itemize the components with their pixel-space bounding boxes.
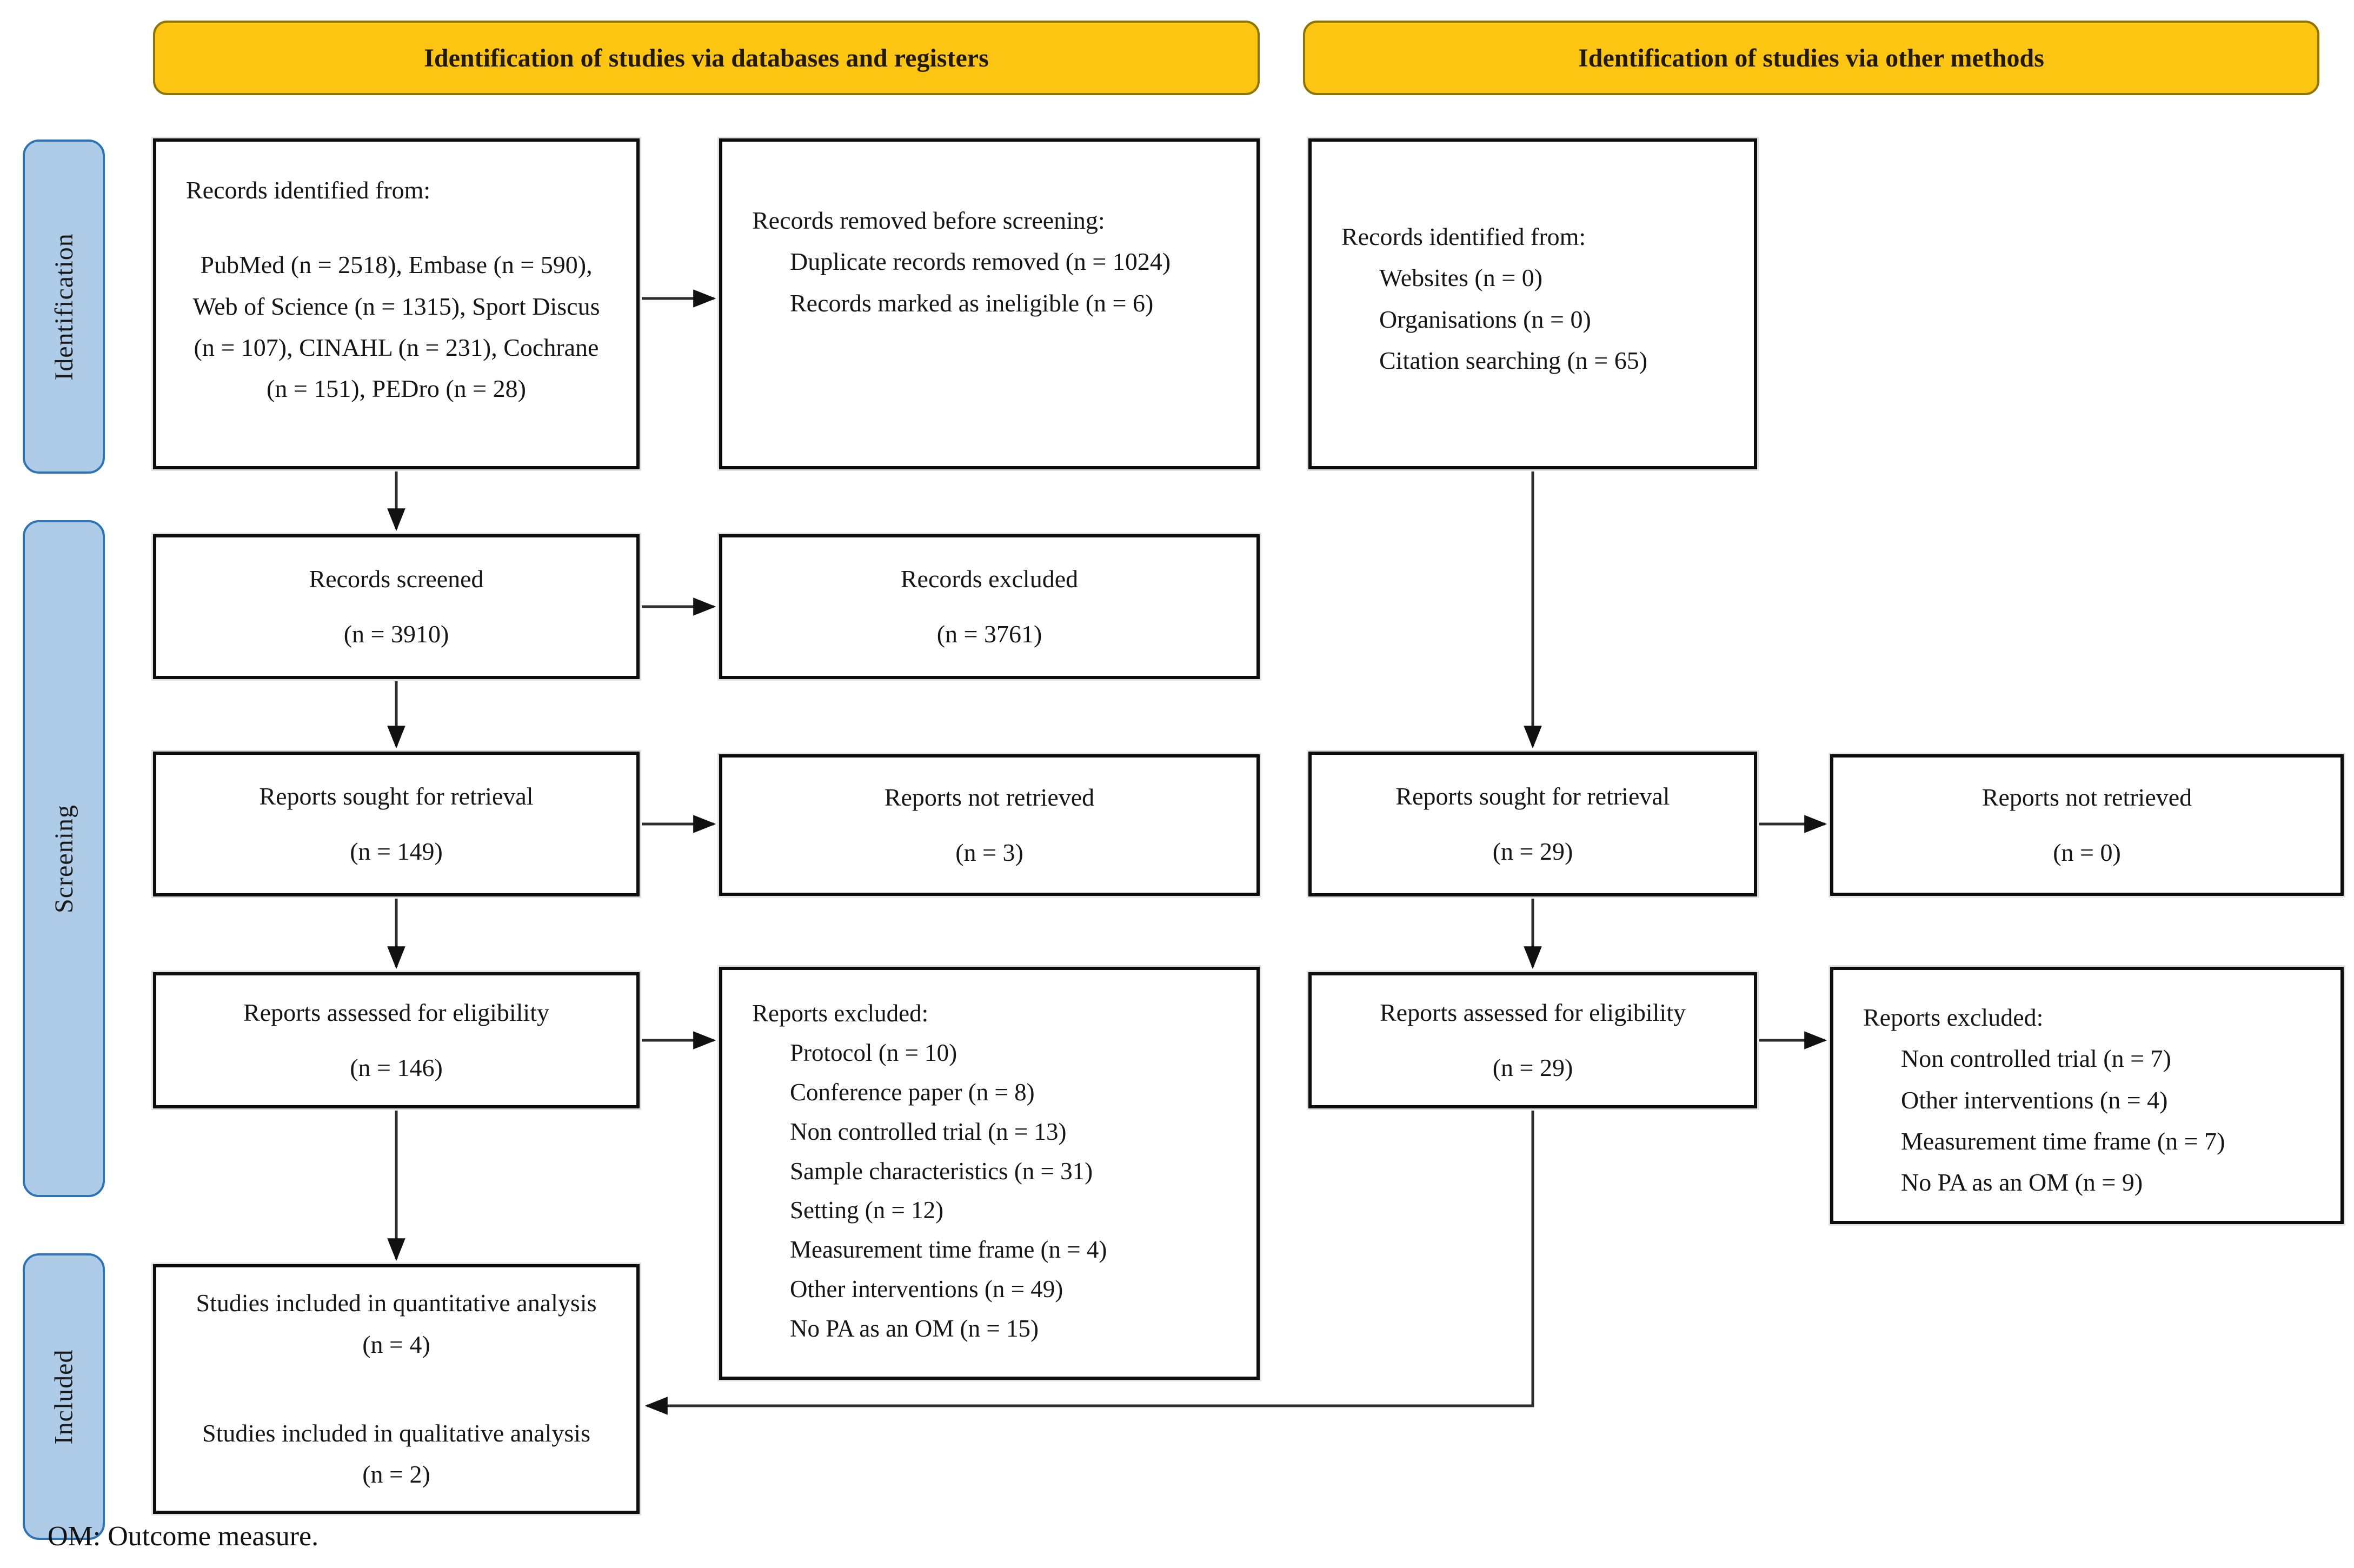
box-title: Records identified from: xyxy=(1341,223,1586,250)
reports-excluded-other-box: Reports excluded: Non controlled trial (… xyxy=(1830,967,2344,1224)
records-identified-other-box: Records identified from: Websites (n = 0… xyxy=(1308,138,1757,469)
removed-reason: Records marked as ineligible (n = 6) xyxy=(790,289,1154,317)
box-label: Reports not retrieved xyxy=(1981,783,2192,811)
excluded-reason: No PA as an OM (n = 15) xyxy=(790,1315,1039,1343)
excluded-reason: Non controlled trial (n = 13) xyxy=(790,1118,1067,1145)
stage-identification-label: Identification xyxy=(49,232,78,381)
source-item: Organisations (n = 0) xyxy=(1379,305,1591,333)
box-label: Reports sought for retrieval xyxy=(1395,782,1670,810)
box-title: Records removed before screening: xyxy=(752,207,1105,234)
stage-included-label: Included xyxy=(49,1349,78,1444)
box-title: Records identified from: xyxy=(186,176,431,204)
banner-databases-label: Identification of studies via databases … xyxy=(424,43,989,72)
excluded-reason: Protocol (n = 10) xyxy=(790,1039,957,1066)
box-label: Reports sought for retrieval xyxy=(259,782,534,810)
excluded-reason: Measurement time frame (n = 7) xyxy=(1901,1127,2225,1155)
box-count: (n = 3910) xyxy=(343,620,449,648)
reports-sought-other-box: Reports sought for retrieval (n = 29) xyxy=(1308,752,1757,896)
box-label: Records screened xyxy=(309,564,484,593)
box-label: Reports assessed for eligibility xyxy=(1380,998,1686,1026)
excluded-reason: Other interventions (n = 49) xyxy=(790,1275,1063,1303)
box-count: (n = 3761) xyxy=(936,620,1042,648)
included-quantitative: Studies included in quantitative analysi… xyxy=(196,1289,597,1358)
excluded-reason: No PA as an OM (n = 9) xyxy=(1901,1168,2143,1197)
box-label: Reports assessed for eligibility xyxy=(243,998,549,1026)
box-title: Reports excluded: xyxy=(752,1000,929,1027)
excluded-reason: Setting (n = 12) xyxy=(790,1197,944,1224)
reports-not-retrieved-other-box: Reports not retrieved (n = 0) xyxy=(1830,754,2344,896)
box-count: (n = 149) xyxy=(350,838,443,865)
excluded-reason: Sample characteristics (n = 31) xyxy=(790,1157,1093,1185)
source-item: Websites (n = 0) xyxy=(1379,264,1543,292)
excluded-reason: Other interventions (n = 4) xyxy=(1901,1086,2168,1114)
included-qualitative: Studies included in qualitative analysis… xyxy=(202,1419,590,1489)
excluded-reason: Non controlled trial (n = 7) xyxy=(1901,1045,2171,1073)
banner-other-label: Identification of studies via other meth… xyxy=(1578,43,2044,72)
banner-databases-registers: Identification of studies via databases … xyxy=(153,21,1260,95)
footnote-outcome-measure: OM: Outcome measure. xyxy=(48,1521,319,1552)
reports-sought-databases-box: Reports sought for retrieval (n = 149) xyxy=(153,752,640,896)
stage-band-identification: Identification xyxy=(23,139,105,474)
records-removed-box: Records removed before screening: Duplic… xyxy=(719,138,1260,469)
reports-excluded-databases-box: Reports excluded: Protocol (n = 10) Conf… xyxy=(719,967,1260,1380)
excluded-reason: Measurement time frame (n = 4) xyxy=(790,1236,1107,1264)
stage-band-screening: Screening xyxy=(23,520,105,1197)
box-count: (n = 146) xyxy=(350,1054,443,1081)
box-count: (n = 3) xyxy=(955,839,1023,866)
box-count: (n = 0) xyxy=(2053,839,2121,866)
box-count: (n = 29) xyxy=(1492,838,1573,865)
box-title: Reports excluded: xyxy=(1863,1004,2044,1031)
box-label: Reports not retrieved xyxy=(884,783,1095,811)
records-excluded-box: Records excluded (n = 3761) xyxy=(719,534,1260,679)
records-screened-box: Records screened (n = 3910) xyxy=(153,534,640,679)
box-count: (n = 29) xyxy=(1492,1054,1573,1081)
reports-not-retrieved-databases-box: Reports not retrieved (n = 3) xyxy=(719,754,1260,896)
stage-screening-label: Screening xyxy=(49,804,78,913)
records-identified-databases-box: Records identified from: PubMed (n = 251… xyxy=(153,138,640,469)
studies-included-box: Studies included in quantitative analysi… xyxy=(153,1264,640,1514)
removed-reason: Duplicate records removed (n = 1024) xyxy=(790,248,1171,276)
box-label: Records excluded xyxy=(900,564,1079,593)
banner-other-methods: Identification of studies via other meth… xyxy=(1303,21,2319,95)
reports-assessed-other-box: Reports assessed for eligibility (n = 29… xyxy=(1308,972,1757,1108)
stage-band-included: Included xyxy=(23,1253,105,1540)
reports-assessed-databases-box: Reports assessed for eligibility (n = 14… xyxy=(153,972,640,1108)
excluded-reason: Conference paper (n = 8) xyxy=(790,1078,1035,1106)
source-item: Citation searching (n = 65) xyxy=(1379,347,1648,375)
databases-list: PubMed (n = 2518), Embase (n = 590), Web… xyxy=(192,251,600,403)
